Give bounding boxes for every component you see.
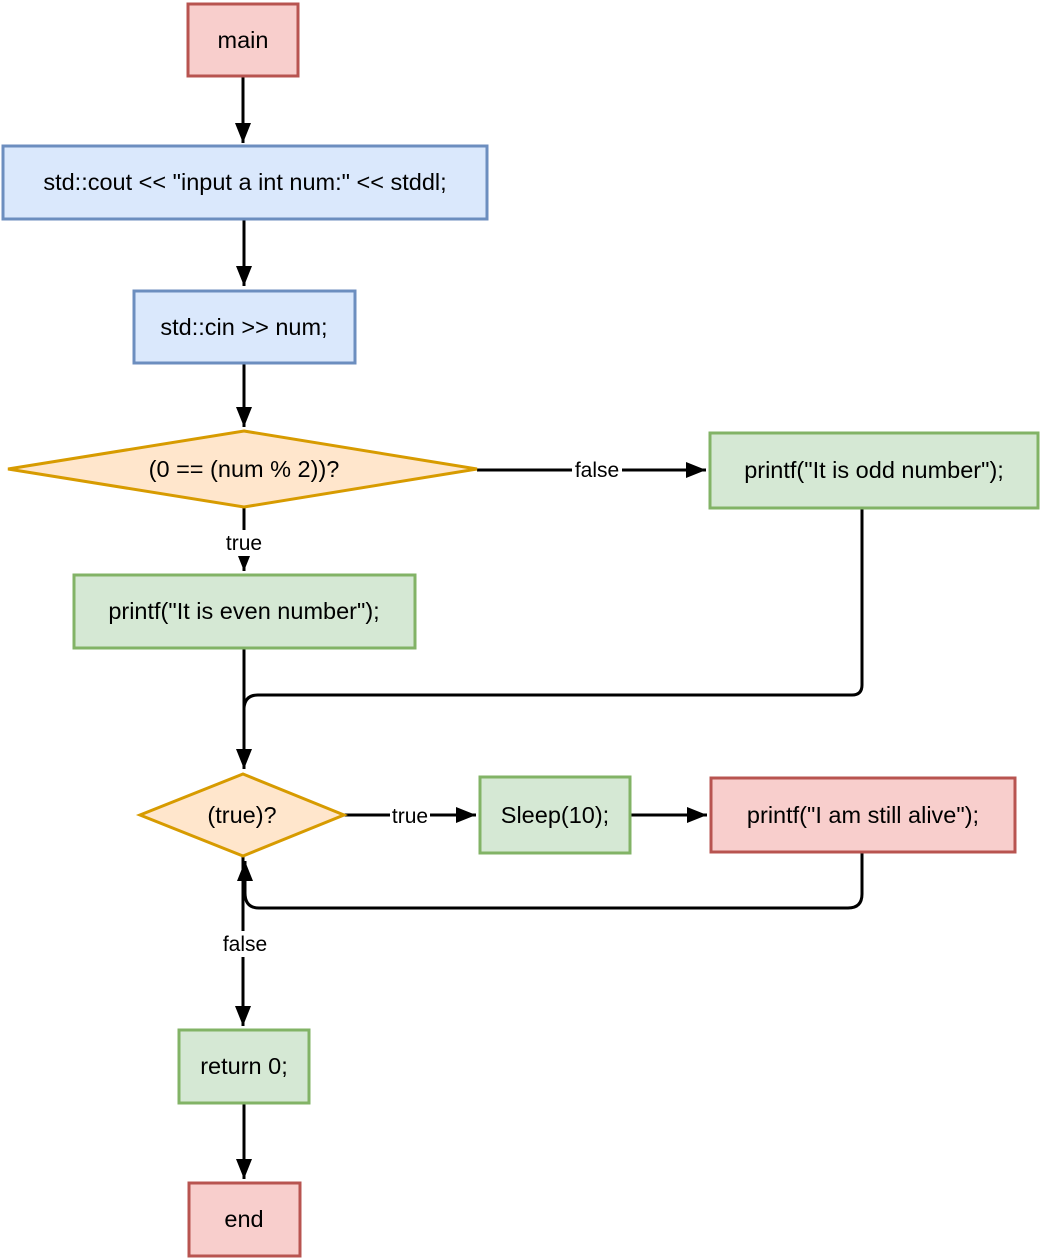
node-alive-print-shape bbox=[709, 776, 1017, 854]
node-loop-check-shape bbox=[135, 772, 348, 858]
node-loop-check-label: (true)? bbox=[207, 802, 276, 828]
node-loop-check: (true)? bbox=[135, 772, 348, 858]
node-main-shape bbox=[186, 2, 300, 78]
edge-label-loop-false: false bbox=[220, 931, 270, 957]
node-even-print: printf("It is even number"); bbox=[72, 573, 417, 650]
edge-label-loop-true: true bbox=[390, 803, 430, 829]
edge-label-loop-false-bg bbox=[220, 931, 270, 957]
node-end: end bbox=[187, 1181, 302, 1258]
edge-odd-merge-line bbox=[242, 508, 864, 709]
node-main: main bbox=[186, 2, 300, 78]
node-end-shape bbox=[187, 1181, 302, 1258]
edge-label-loop-true-bg bbox=[390, 803, 430, 829]
node-cin-shape bbox=[132, 289, 357, 365]
edge-label-parity-false: false bbox=[572, 457, 622, 483]
node-alive-print-label: printf("I am still alive"); bbox=[747, 802, 979, 828]
node-odd-print-label: printf("It is odd number"); bbox=[744, 457, 1004, 483]
node-parity-check-shape bbox=[7, 429, 478, 509]
node-even-print-label: printf("It is even number"); bbox=[108, 598, 379, 624]
node-odd-print: printf("It is odd number"); bbox=[708, 431, 1040, 510]
node-cin-label: std::cin >> num; bbox=[160, 314, 327, 340]
node-return-shape bbox=[177, 1028, 311, 1105]
edge-label-loop-true-text: true bbox=[392, 805, 428, 828]
edge-label-parity-true-text: true bbox=[226, 532, 262, 555]
node-cin: std::cin >> num; bbox=[132, 289, 357, 365]
node-parity-check: (0 == (num % 2))? bbox=[7, 429, 478, 509]
node-alive-print: printf("I am still alive"); bbox=[709, 776, 1017, 854]
edge-labels-layer: false true true false bbox=[220, 457, 622, 957]
edge-alive-loopback bbox=[237, 852, 864, 910]
edge-label-parity-true-bg bbox=[224, 530, 264, 556]
node-even-print-shape bbox=[72, 573, 417, 650]
edge-label-parity-false-text: false bbox=[575, 459, 619, 482]
node-sleep-shape bbox=[478, 775, 632, 855]
node-end-label: end bbox=[224, 1206, 263, 1232]
node-return: return 0; bbox=[177, 1028, 311, 1105]
node-sleep-label: Sleep(10); bbox=[501, 802, 609, 828]
node-cout: std::cout << "input a int num:" << stddl… bbox=[1, 144, 489, 221]
node-main-label: main bbox=[218, 27, 269, 53]
node-cout-shape bbox=[1, 144, 489, 221]
edge-label-parity-true: true bbox=[224, 530, 264, 556]
node-sleep: Sleep(10); bbox=[478, 775, 632, 855]
edge-label-parity-false-bg bbox=[572, 457, 622, 483]
edges-layer bbox=[235, 76, 864, 1179]
node-parity-check-label: (0 == (num % 2))? bbox=[149, 456, 340, 482]
node-return-label: return 0; bbox=[200, 1053, 288, 1079]
node-cout-label: std::cout << "input a int num:" << stddl… bbox=[43, 169, 446, 195]
node-odd-print-shape bbox=[708, 431, 1040, 510]
edge-label-loop-false-text: false bbox=[223, 933, 267, 956]
